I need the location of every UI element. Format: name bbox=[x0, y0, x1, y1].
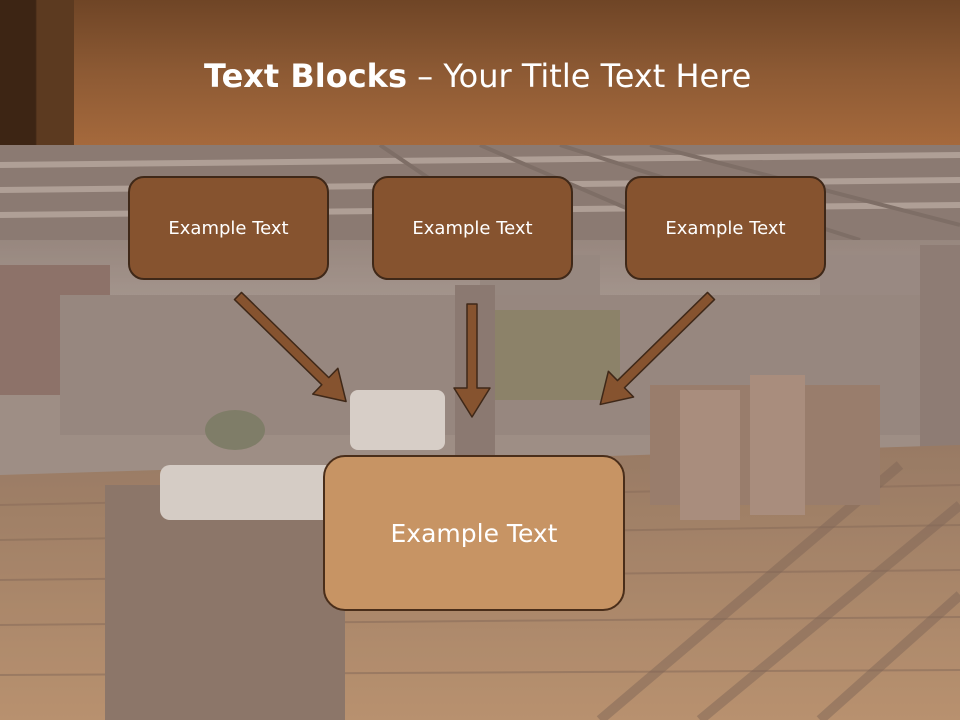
title-bold-part: Text Blocks bbox=[204, 57, 407, 95]
text-block-3-label: Example Text bbox=[665, 217, 786, 239]
target-text-block[interactable]: Example Text bbox=[323, 455, 625, 611]
rooftop-terrace-background-image bbox=[0, 145, 960, 720]
text-block-1[interactable]: Example Text bbox=[128, 176, 329, 280]
slide-title[interactable]: Text Blocks – Your Title Text Here bbox=[204, 52, 751, 100]
text-block-2-label: Example Text bbox=[412, 217, 533, 239]
text-block-2[interactable]: Example Text bbox=[372, 176, 573, 280]
title-dash: – bbox=[407, 57, 444, 95]
text-block-3[interactable]: Example Text bbox=[625, 176, 826, 280]
title-rest-part: Your Title Text Here bbox=[443, 57, 752, 95]
target-text-block-label: Example Text bbox=[390, 518, 558, 548]
header-accent-strip bbox=[0, 0, 74, 145]
title-bar bbox=[0, 0, 960, 145]
text-block-1-label: Example Text bbox=[168, 217, 289, 239]
